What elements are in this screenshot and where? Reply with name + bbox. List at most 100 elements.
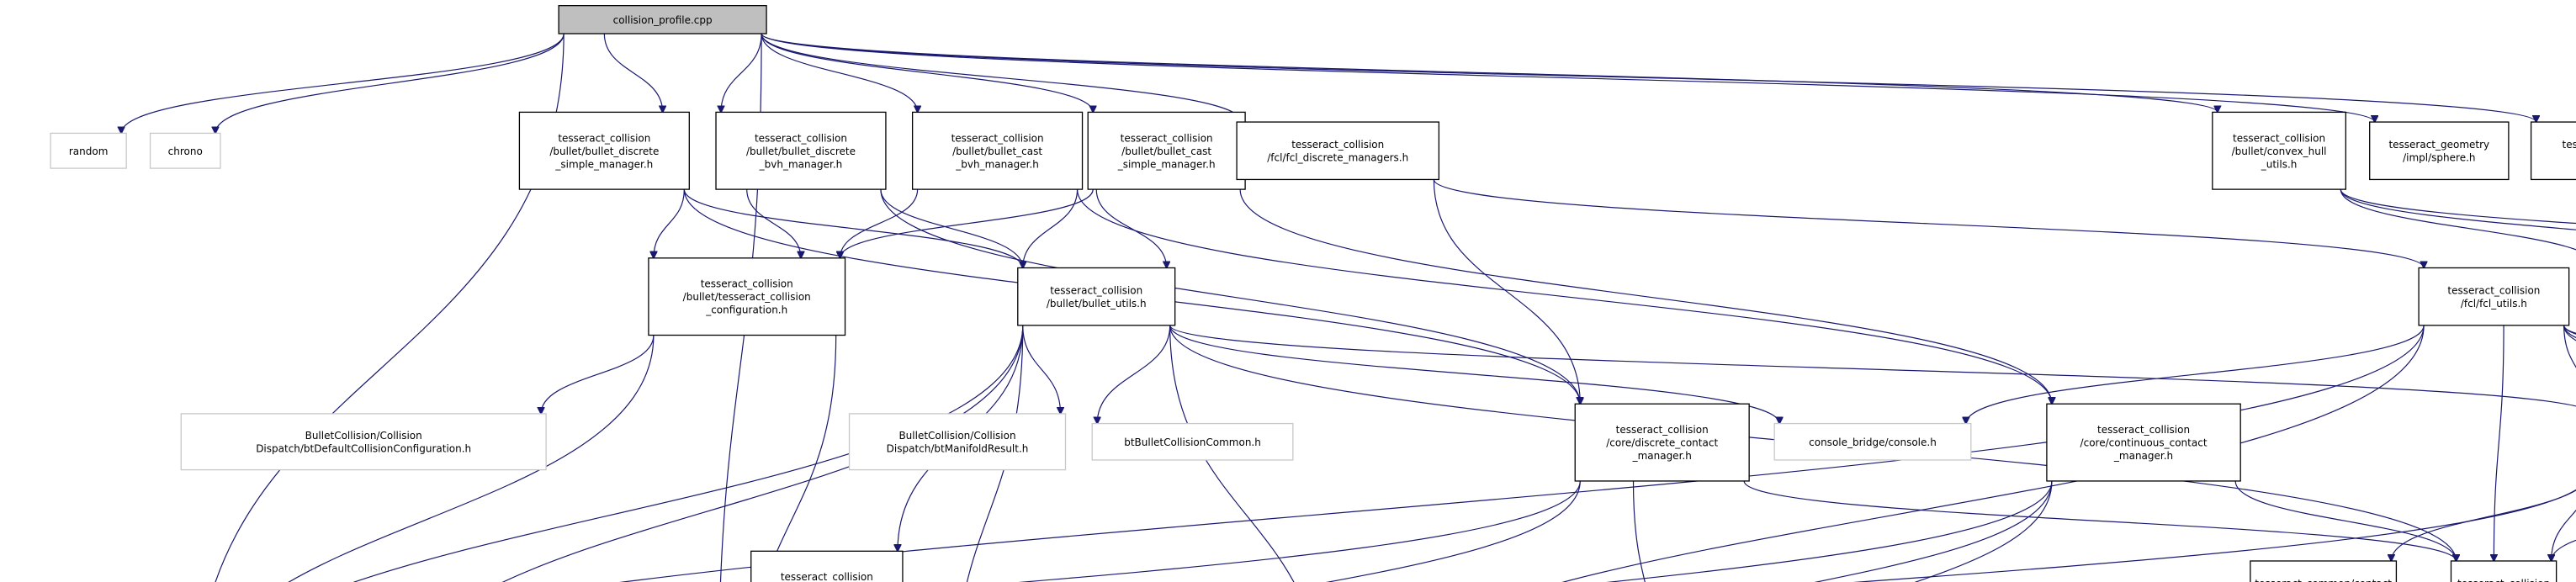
edge-root-to-chrono <box>215 34 564 133</box>
node-label-line: /core/discrete_contact <box>1606 437 1718 449</box>
graph-node-tcc[interactable]: tesseract_collision/bullet/tesseract_col… <box>648 257 846 336</box>
edges-layer <box>121 33 2576 582</box>
graph-node-fclutils[interactable]: tesseract_collision/fcl/fcl_utils.h <box>2418 267 2570 326</box>
edge-root-to-bdsm <box>603 34 662 112</box>
node-box <box>1087 111 1246 190</box>
node-box <box>2450 560 2557 582</box>
graph-node-coretypes[interactable]: tesseract_collision/core/types.h <box>2450 560 2557 582</box>
graph-node-bcbm[interactable]: tesseract_collision/bullet/bullet_cast_b… <box>911 111 1084 190</box>
edge-root-to-memory <box>215 34 564 582</box>
graph-node-bcsc[interactable]: tesseract_collision/bullet/bullet_collis… <box>750 550 904 582</box>
node-box <box>1574 403 1750 482</box>
node-box <box>2369 121 2510 181</box>
edge-chu-to-ctypes <box>2340 188 2576 225</box>
edge-fclutils-to-map <box>1561 325 2425 582</box>
node-box <box>750 550 904 582</box>
edge-bdsm-to-tcc <box>654 189 685 258</box>
node-label-line: tesseract_collision <box>2097 424 2190 436</box>
edge-ccm-to-macros <box>1606 480 2053 582</box>
node-box <box>2046 403 2241 482</box>
graph-node-cav[interactable]: tesseract_common/contact_allowed_validat… <box>2250 560 2398 582</box>
edge-bdsm-to-butils <box>683 189 1022 267</box>
node-label-line: BulletCollision/Collision <box>898 430 1015 442</box>
graph-node-root[interactable]: collision_profile.cpp <box>558 5 767 34</box>
edge-chu-to-mesh <box>2340 189 2576 251</box>
edge-butils-to-btmr <box>1022 325 1061 414</box>
edge-fdm-to-dcm <box>1433 179 1580 404</box>
graph-node-bcsm[interactable]: tesseract_collision/bullet/bullet_cast_s… <box>1087 111 1246 190</box>
edge-butils-to-btcs <box>501 325 1024 582</box>
edge-dcm-to-memory <box>1018 480 1581 582</box>
edge-root-to-bcsm <box>761 33 1093 112</box>
node-label-line: Dispatch/btManifoldResult.h <box>887 443 1029 455</box>
edge-bcbm-to-ccm <box>1076 189 2052 404</box>
edge-fclutils-to-common <box>2563 325 2576 368</box>
edge-common-to-cav <box>2391 489 2576 561</box>
edge-butils-to-macros <box>966 325 1024 582</box>
edge-root-to-sphere <box>761 33 2375 122</box>
node-label-line: tesseract_collision <box>755 132 847 144</box>
edge-bcbm-to-tcc <box>840 189 919 258</box>
node-label-line: /fcl/fcl_utils.h <box>2461 298 2527 310</box>
edge-root-to-random <box>121 33 564 133</box>
node-label-line: /bullet/convex_hull <box>2232 146 2327 157</box>
node-label-line: _simple_manager.h <box>1117 158 1216 170</box>
node-label-line: tesseract_collision <box>1291 139 1384 151</box>
edge-tcc-to-btdcc <box>541 335 655 414</box>
node-label-line: /bullet/tesseract_collision <box>683 291 811 303</box>
node-label-line: tesseract_geometry <box>2388 139 2489 151</box>
graph-node-resloc[interactable]: tesseract_common/resource_locator.h <box>2530 121 2576 181</box>
node-box <box>848 413 1067 471</box>
node-label-line: tesseract_collision <box>701 278 793 290</box>
node-label-line: collision_profile.cpp <box>613 14 713 26</box>
edge-bcsm-to-ccm <box>1239 189 2052 404</box>
graph-node-dcm[interactable]: tesseract_collision/core/discrete_contac… <box>1574 403 1750 482</box>
edge-fclutils-to-fcow <box>2563 325 2576 341</box>
node-box <box>2212 111 2346 190</box>
edge-fclutils-to-bpaabb <box>2563 325 2576 338</box>
graph-node-console: console_bridge/console.h <box>1773 422 1972 461</box>
edge-ccm-to-coretypes <box>2234 480 2456 561</box>
graph-node-ccm[interactable]: tesseract_collision/core/continuous_cont… <box>2046 403 2241 482</box>
node-label-line: /core/continuous_contact <box>2080 437 2208 449</box>
node-box <box>149 132 221 169</box>
node-label-line: Dispatch/btDefaultCollisionConfiguration… <box>256 443 471 455</box>
graph-node-sphere[interactable]: tesseract_geometry/impl/sphere.h <box>2369 121 2510 181</box>
edge-chu-to-cmesh <box>2340 188 2576 230</box>
node-label-line: btBulletCollisionCommon.h <box>1124 436 1261 448</box>
edge-fclutils-to-coretypes <box>2494 325 2504 561</box>
node-label-line: /bullet/bullet_discrete <box>549 146 659 157</box>
graph-node-fdm[interactable]: tesseract_collision/fcl/fcl_discrete_man… <box>1236 121 1440 181</box>
node-box <box>1236 121 1440 181</box>
node-box <box>518 111 690 190</box>
node-label-line: random <box>69 146 109 157</box>
edge-common-to-macros <box>1852 489 2576 582</box>
edge-root-to-fdm <box>761 33 1242 122</box>
node-box <box>2530 121 2576 181</box>
node-label-line: tesseract_collision <box>951 132 1044 144</box>
graph-node-butils[interactable]: tesseract_collision/bullet/bullet_utils.… <box>1017 267 1176 326</box>
edge-root-to-chu <box>761 33 2218 112</box>
graph-node-btmr: BulletCollision/CollisionDispatch/btMani… <box>848 413 1067 471</box>
node-box <box>50 132 127 169</box>
node-box <box>180 413 547 471</box>
node-label-line: tesseract_collision <box>1616 424 1709 436</box>
graph-node-bdbm[interactable]: tesseract_collision/bullet/bullet_discre… <box>715 111 887 190</box>
node-label-line: /impl/sphere.h <box>2403 152 2475 164</box>
edge-root-to-resloc <box>761 33 2536 122</box>
graph-node-chu[interactable]: tesseract_collision/bullet/convex_hull_u… <box>2212 111 2346 190</box>
edge-fcow-to-coretypes <box>2552 539 2576 561</box>
node-label-line: tesseract_collision <box>558 132 650 144</box>
edge-dcm-to-cfwd <box>1632 480 1646 582</box>
node-label-line: _bvh_manager.h <box>955 158 1039 170</box>
graph-node-chrono: chrono <box>149 132 221 169</box>
node-label-line: /bullet/bullet_utils.h <box>1047 298 1147 310</box>
graph-node-bdsm[interactable]: tesseract_collision/bullet/bullet_discre… <box>518 111 690 190</box>
edge-bcbm-to-butils <box>1023 189 1079 267</box>
edge-fclutils-to-memory <box>619 325 2425 582</box>
node-label-line: tesseract_collision <box>781 571 873 582</box>
node-label-line: tesseract_common/resource <box>2563 139 2576 151</box>
node-label-line: /bullet/bullet_discrete <box>746 146 856 157</box>
